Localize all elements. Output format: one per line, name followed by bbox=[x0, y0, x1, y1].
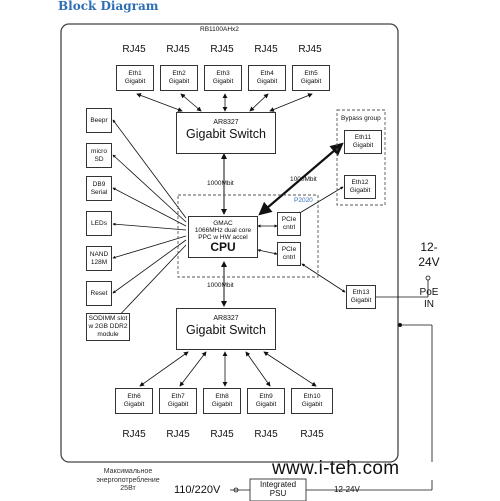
cpu-label: CPU bbox=[210, 240, 236, 254]
port-eth4: Eth4 Gigabit bbox=[248, 65, 286, 91]
max-power-note: Максимальное энергопотребление 25Вт bbox=[96, 468, 160, 492]
switch-chip: AR8327 bbox=[213, 315, 239, 322]
rj45-label: RJ45 bbox=[166, 429, 190, 440]
peripheral-microsd: micro SD bbox=[86, 143, 112, 168]
rj45-label: RJ45 bbox=[122, 429, 146, 440]
port-name: Eth2 bbox=[172, 70, 186, 77]
switch-chip: AR8327 bbox=[213, 119, 239, 126]
link-microsd bbox=[112, 154, 187, 223]
board-model: RB1100AHx2 bbox=[200, 26, 239, 33]
cpu-block: GMAC 1066MHz dual core PPC w HW accel CP… bbox=[188, 216, 258, 258]
pcie-controller-1: PCIe cntrl bbox=[277, 212, 301, 236]
pcie-controller-2: PCIe cntrl bbox=[277, 242, 301, 266]
link-eth9 bbox=[245, 351, 271, 387]
port-eth1: Eth1 Gigabit bbox=[116, 65, 154, 91]
ac-input-label: 110/220V bbox=[174, 484, 221, 496]
poe-terminal bbox=[425, 275, 431, 281]
bypass-group-outline bbox=[336, 109, 386, 206]
link-eth2 bbox=[180, 93, 202, 112]
link-eth1 bbox=[136, 93, 183, 112]
rj45-label: RJ45 bbox=[254, 44, 278, 55]
port-eth9: Eth9 Gigabit bbox=[247, 388, 285, 414]
port-speed: Gigabit bbox=[256, 78, 278, 85]
link-speed-label: 1000Mbit bbox=[207, 282, 234, 289]
rj45-label: RJ45 bbox=[210, 429, 234, 440]
port-speed: Gigabit bbox=[212, 78, 234, 85]
link-cpu-pcie2 bbox=[257, 248, 278, 256]
link-db9 bbox=[112, 187, 187, 227]
peripheral-leds: LEDs bbox=[86, 211, 112, 236]
peripheral-nand: NAND 128M bbox=[86, 246, 112, 271]
port-eth6: Eth6 Gigabit bbox=[115, 388, 153, 414]
port-speed: Gigabit bbox=[300, 78, 322, 85]
rj45-label: RJ45 bbox=[254, 429, 278, 440]
cpu-group-label: P2020 bbox=[294, 197, 313, 204]
link-speed-label: 1000Mbit bbox=[207, 180, 234, 187]
integrated-psu-label: Integrated PSU bbox=[259, 480, 297, 498]
port-eth2: Eth2 Gigabit bbox=[160, 65, 198, 91]
port-eth5: Eth5 Gigabit bbox=[292, 65, 330, 91]
top-gigabit-switch: AR8327 Gigabit Switch bbox=[176, 112, 276, 154]
rj45-label: RJ45 bbox=[210, 44, 234, 55]
peripheral-reset: Reset bbox=[86, 281, 112, 306]
psu-output-label: 12-24V bbox=[334, 485, 360, 494]
port-speed: Gigabit bbox=[124, 78, 146, 85]
port-speed: Gigabit bbox=[168, 78, 190, 85]
link-speed-label: 1000Mbit bbox=[290, 176, 317, 183]
cpu-group-outline bbox=[177, 194, 319, 278]
poe-in-label: PoE IN bbox=[419, 287, 439, 310]
link-pcie-eth12 bbox=[297, 186, 344, 215]
port-name: Eth1 bbox=[128, 70, 142, 77]
link-sodimm bbox=[112, 244, 187, 323]
link-eth6 bbox=[139, 351, 189, 387]
link-beepr bbox=[112, 119, 187, 219]
port-eth12: Eth12 Gigabit bbox=[344, 175, 376, 199]
ac-terminal bbox=[233, 487, 239, 493]
psu-box bbox=[249, 478, 307, 501]
port-name: Eth5 bbox=[304, 70, 318, 77]
rj45-label: RJ45 bbox=[300, 429, 324, 440]
port-eth11: Eth11 Gigabit bbox=[344, 130, 382, 154]
port-eth10: Eth10 Gigabit bbox=[291, 388, 333, 414]
peripheral-db9-serial: DB9 Serial bbox=[86, 176, 112, 201]
link-pcie-eth13 bbox=[301, 263, 346, 293]
link-cpu-eth11 bbox=[258, 142, 344, 216]
link-nand bbox=[112, 235, 187, 259]
link-eth5 bbox=[269, 93, 313, 112]
bypass-group-label: Bypass group bbox=[341, 115, 381, 122]
switch-name: Gigabit Switch bbox=[186, 127, 266, 141]
peripheral-sodimm: SODIMM slot w 2GB DDR2 module bbox=[86, 313, 130, 341]
rj45-label: RJ45 bbox=[298, 44, 322, 55]
link-reset bbox=[112, 239, 187, 294]
watermark: www.i-teh.com bbox=[272, 458, 400, 479]
port-eth13: Eth13 Gigabit bbox=[346, 285, 376, 309]
port-eth8: Eth8 Gigabit bbox=[203, 388, 241, 414]
link-eth4 bbox=[249, 93, 269, 112]
bottom-gigabit-switch: AR8327 Gigabit Switch bbox=[176, 308, 276, 350]
link-eth7 bbox=[179, 351, 207, 387]
board-outline bbox=[60, 23, 399, 463]
peripheral-beepr: Beepr bbox=[86, 108, 112, 133]
rj45-label: RJ45 bbox=[122, 44, 146, 55]
port-name: Eth4 bbox=[260, 70, 274, 77]
page-title: Block Diagram bbox=[58, 0, 159, 13]
port-name: Eth3 bbox=[216, 70, 230, 77]
rj45-label: RJ45 bbox=[166, 44, 190, 55]
switch-name: Gigabit Switch bbox=[186, 323, 266, 337]
input-voltage-label: 12- 24V bbox=[418, 240, 440, 269]
link-eth10 bbox=[263, 351, 317, 387]
port-eth3: Eth3 Gigabit bbox=[204, 65, 242, 91]
port-eth7: Eth7 Gigabit bbox=[159, 388, 197, 414]
link-leds bbox=[112, 222, 187, 231]
